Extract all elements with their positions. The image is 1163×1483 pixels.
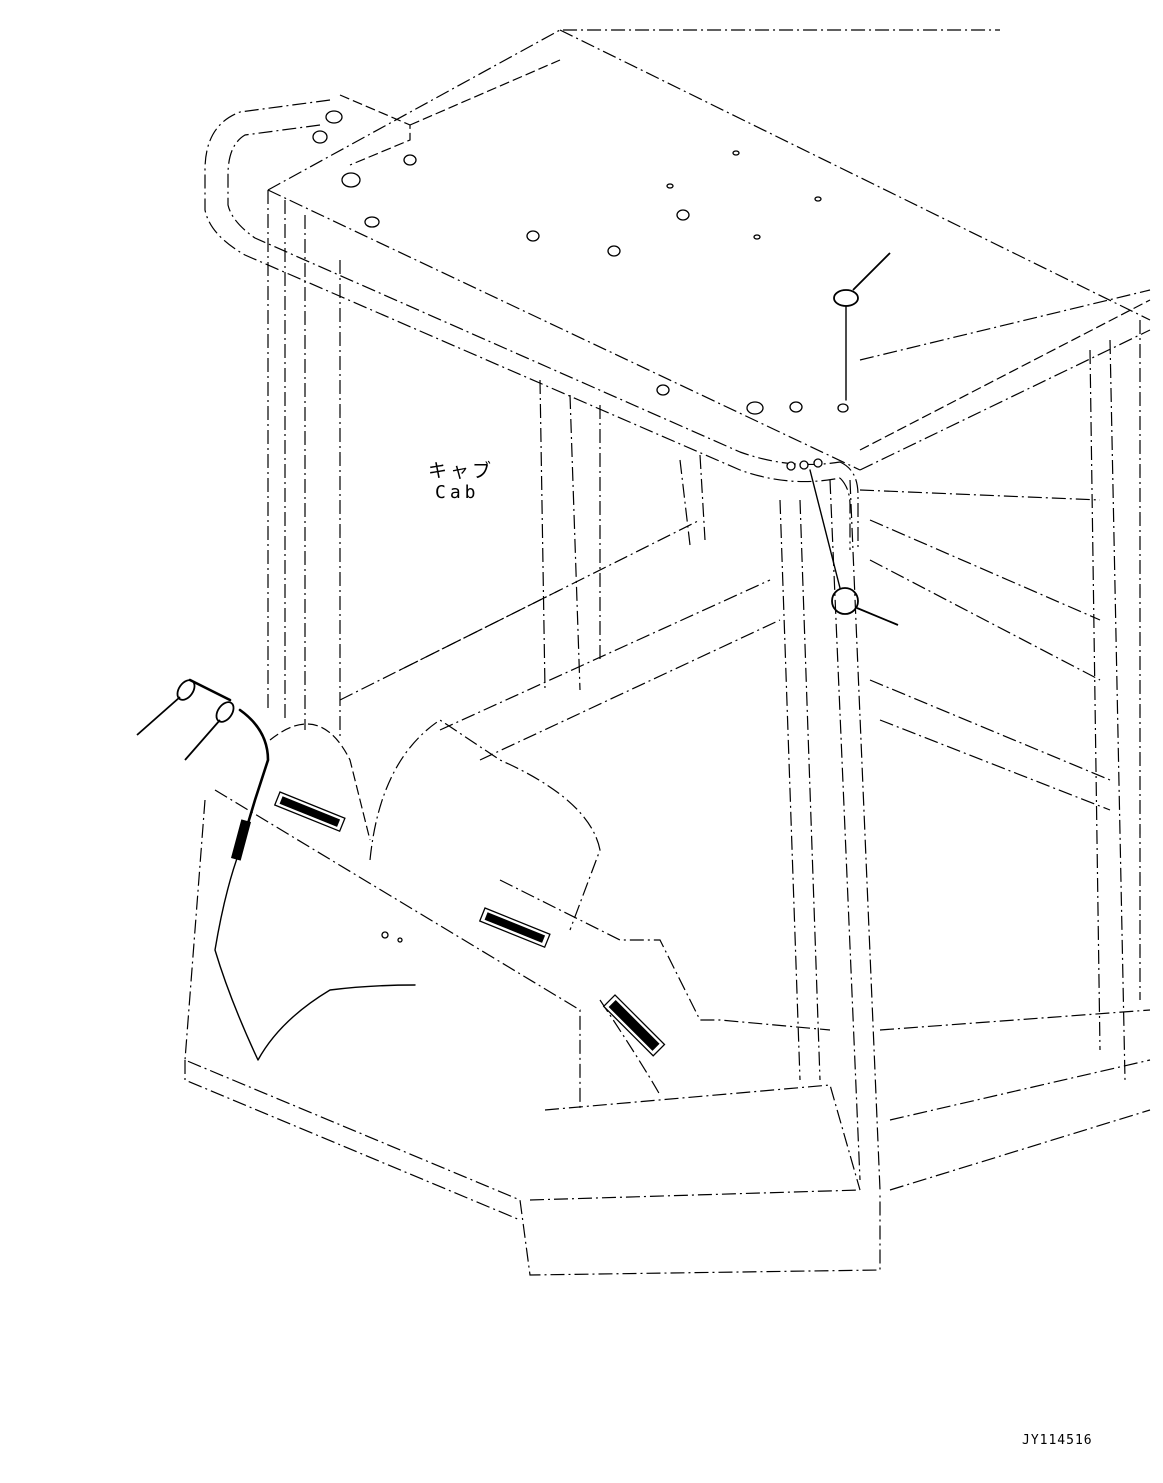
console-housing: [184, 719, 881, 1276]
handrail: [204, 99, 859, 550]
cab-label-english: Cab: [435, 482, 480, 503]
callout-left-1: [176, 679, 196, 701]
callout-left-2: [215, 701, 235, 723]
cab-beams: [339, 289, 1151, 1191]
cab-label-japanese: キャブ: [428, 460, 495, 482]
wire-harness: [188, 678, 416, 1061]
nameplates: [273, 791, 666, 1057]
drawing-number: JY114516: [1022, 1433, 1093, 1448]
cab-pillars: [267, 190, 1141, 1191]
callouts: [136, 252, 899, 761]
callout-top-right: [833, 289, 859, 307]
roof-fasteners: [312, 110, 849, 471]
callout-mid-right: [831, 587, 859, 615]
roof-panel: [267, 29, 1151, 471]
